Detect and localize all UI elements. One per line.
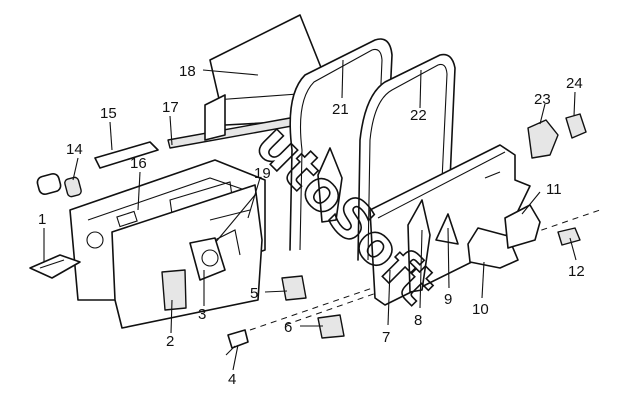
callout-22: 22 xyxy=(410,107,427,124)
part-5-hinge-bracket xyxy=(281,275,307,301)
part-23-door-lock xyxy=(527,119,559,159)
callout-4: 4 xyxy=(228,371,236,388)
callout-7: 7 xyxy=(382,329,390,346)
leader-lines xyxy=(43,59,577,371)
callout-8: 8 xyxy=(414,312,422,329)
callout-6: 6 xyxy=(284,319,292,336)
callout-15: 15 xyxy=(100,105,117,122)
callout-2: 2 xyxy=(166,333,174,350)
part-24-lock-cylinder xyxy=(565,113,587,139)
part-10-door-mirror xyxy=(467,227,519,269)
part-6-hinge-bracket xyxy=(317,314,345,339)
axis-line-lower xyxy=(284,289,386,326)
part-15-pull-handle xyxy=(94,141,159,169)
callout-24: 24 xyxy=(566,75,583,92)
axis-line-upper xyxy=(249,209,601,331)
part-9-mirror-mount xyxy=(435,213,459,245)
part-14-switch-bezel xyxy=(36,173,82,198)
callout-1: 1 xyxy=(38,211,46,228)
part-2-lock-actuator xyxy=(161,269,187,311)
callout-23: 23 xyxy=(534,91,551,108)
callout-9: 9 xyxy=(444,291,452,308)
part-1-panel-strip xyxy=(29,254,81,279)
part-12-lock-striker xyxy=(557,227,581,246)
part-20-vent-glass xyxy=(317,147,343,223)
part-4-hinge-pin xyxy=(225,329,249,356)
callout-17: 17 xyxy=(162,99,179,116)
callout-3: 3 xyxy=(198,306,206,323)
callout-10: 10 xyxy=(472,301,489,318)
callout-19: 19 xyxy=(254,165,271,182)
part-11-mirror-glass xyxy=(504,204,541,249)
callout-12: 12 xyxy=(568,263,585,280)
callout-14: 14 xyxy=(66,141,83,158)
callout-21: 21 xyxy=(332,101,349,118)
part-3-regulator-motor xyxy=(189,237,226,281)
callout-18: 18 xyxy=(179,63,196,80)
part-8-vent-glass xyxy=(407,199,431,293)
callout-5: 5 xyxy=(250,285,258,302)
callout-11: 11 xyxy=(546,181,562,198)
callout-16: 16 xyxy=(130,155,147,172)
